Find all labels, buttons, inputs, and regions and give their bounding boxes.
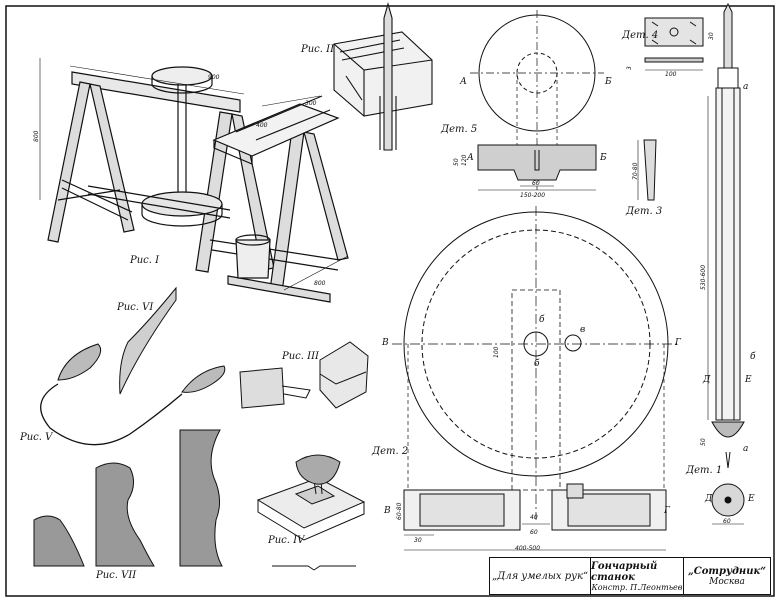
- fig7-label: Рис. VII: [96, 570, 137, 581]
- dim-60-det1: 60: [723, 518, 731, 525]
- city-name: Москва: [709, 576, 745, 587]
- dim-100-det2: 100: [493, 346, 500, 358]
- org-name: „Сотрудник“: [688, 565, 766, 577]
- det3-label: Дет. 3: [626, 206, 663, 217]
- point-b-label: Б: [600, 153, 607, 163]
- point-a-label: А: [460, 77, 467, 87]
- fig5-fig6-tools: [40, 286, 226, 446]
- point-a2-label: А: [467, 153, 474, 163]
- fig1-wheel-assembly: [39, 58, 349, 303]
- det4-label: Дет. 4: [622, 30, 659, 41]
- fig3-label: Рис. III: [282, 351, 319, 362]
- dim-300: 300: [305, 100, 317, 107]
- fig3-blocks: [239, 341, 369, 409]
- point-d2-label: Д: [705, 494, 713, 504]
- fig5-label: Рис. V: [20, 432, 53, 443]
- dim-50-det5: 50: [453, 158, 460, 166]
- title-block: „Для умелых рук“ Гончарный станок Констр…: [489, 557, 771, 595]
- det5-label: Дет. 5: [441, 124, 478, 135]
- fig2-label: Рис. II: [301, 44, 335, 55]
- det1-label: Дет. 1: [686, 465, 723, 476]
- point-g2-label: Г: [664, 506, 670, 516]
- det1-spindle: [707, 2, 745, 525]
- drawing-title: Гончарный станок: [591, 560, 658, 583]
- det2-label: Дет. 2: [372, 446, 409, 457]
- dim-60-det2: 60: [530, 529, 538, 536]
- point-e2-label: Е: [748, 494, 755, 504]
- point-v-label: В: [382, 338, 389, 348]
- dim-30-det4: 30: [708, 32, 715, 40]
- dim-50-det1: 50: [700, 438, 707, 446]
- dim-150-200: 150-200: [520, 192, 546, 199]
- point-e-label: Е: [745, 375, 752, 385]
- dim-530-600: 530-600: [700, 264, 707, 290]
- dim-60-80: 60-80: [396, 502, 403, 520]
- fig4-base-plate: [256, 454, 366, 571]
- dim-60-det5: 60: [532, 180, 540, 187]
- dim-100-det4: 100: [665, 71, 677, 78]
- author-text: Констр. П.Леонтьев: [591, 582, 683, 592]
- title-cell: Гончарный станок Констр. П.Леонтьев: [591, 558, 684, 594]
- dim-120-det5: 120: [461, 154, 468, 166]
- dim-400: 400: [256, 122, 268, 129]
- point-d-label: Д: [703, 375, 711, 385]
- point-b2-small-label: б: [534, 359, 540, 369]
- point-v2-label: В: [384, 506, 391, 516]
- det3-wedge: [637, 139, 657, 201]
- fig2-bearing-block: [333, 1, 433, 151]
- sheet-border: [5, 5, 775, 597]
- point-a-small-label: а: [743, 82, 749, 92]
- dim-400-500: 400-500: [515, 545, 541, 552]
- point-v-small-label: в: [580, 325, 586, 335]
- series-cell: „Для умелых рук“: [490, 558, 591, 594]
- point-5-label: Б: [605, 77, 612, 87]
- point-a2-small-label: а: [743, 444, 749, 454]
- dim-70-80: 70-80: [632, 162, 639, 180]
- series-text: „Для умелых рук“: [491, 570, 589, 582]
- fig4-label: Рис. IV: [268, 535, 305, 546]
- fig1-label: Рис. I: [130, 255, 160, 266]
- point-g-label: Г: [675, 338, 681, 348]
- dim-40: 40: [530, 514, 538, 521]
- point-b-small-label: б: [539, 315, 545, 325]
- dim-3-det4: 3: [626, 66, 633, 70]
- dim-30-det2: 30: [414, 537, 422, 544]
- dim-800-vertical: 800: [33, 130, 40, 142]
- det5-top-disc: [470, 10, 604, 191]
- fig6-label: Рис. VI: [117, 302, 154, 313]
- det4-plate: [644, 17, 704, 71]
- dim-900: 900: [208, 74, 220, 81]
- dim-800: 800: [314, 280, 326, 287]
- point-b3-small-label: б: [750, 352, 756, 362]
- org-cell: „Сотрудник“ Москва: [684, 558, 770, 594]
- fig7-profiles: [33, 429, 223, 567]
- det2-flywheel: [392, 206, 680, 551]
